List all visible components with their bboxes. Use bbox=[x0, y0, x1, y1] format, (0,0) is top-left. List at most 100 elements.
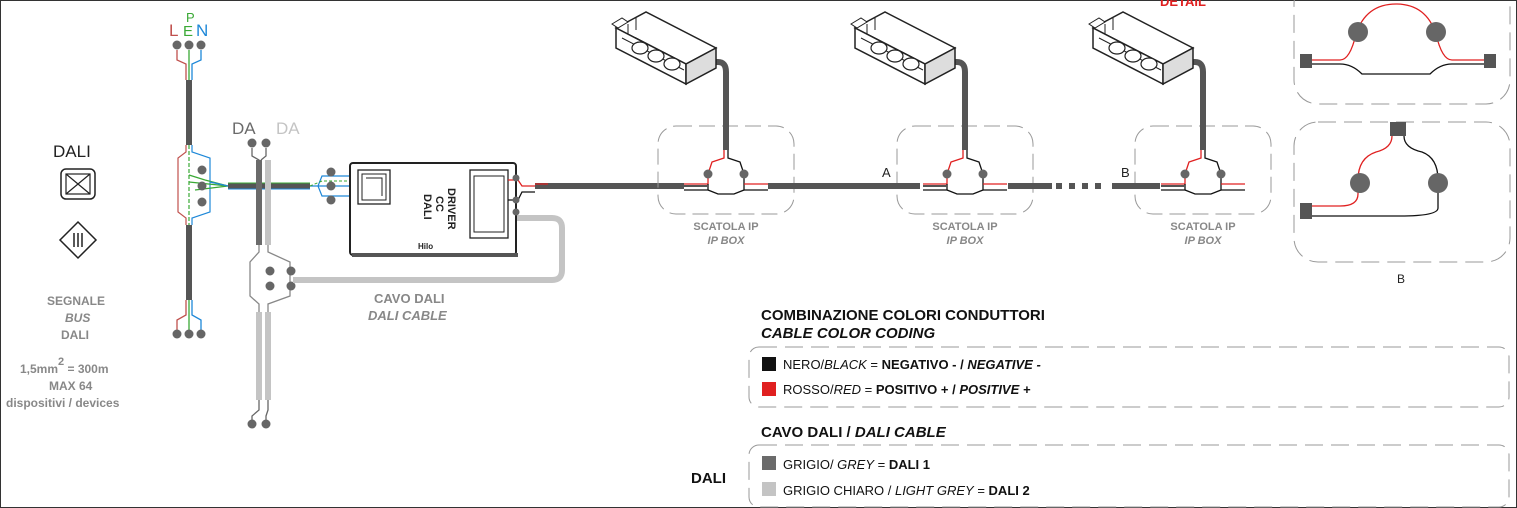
fixture-lens bbox=[631, 41, 649, 55]
light-grey-swatch bbox=[762, 482, 776, 496]
driver-label-line2: CC bbox=[433, 196, 445, 212]
detail-box-b bbox=[1293, 121, 1511, 263]
dali-terminals: DA DA bbox=[232, 119, 300, 429]
driver-input-block-detail bbox=[361, 173, 387, 201]
fixture-side bbox=[1162, 46, 1194, 86]
grey-it: GRIGIO/ bbox=[783, 457, 837, 472]
dali-cable-loop bbox=[293, 215, 565, 283]
lgrey-en: LIGHT GREY bbox=[895, 483, 975, 498]
detail-b-wire-black-1 bbox=[1310, 135, 1439, 217]
red-val-en: POSITIVE + bbox=[959, 382, 1031, 397]
power-terminals: L P E N bbox=[169, 10, 229, 339]
left-title: DALI bbox=[53, 142, 91, 161]
legend-black-line: NERO/BLACK = NEGATIVO - / NEGATIVE - bbox=[783, 357, 1041, 372]
fixture-clip bbox=[1088, 17, 1106, 29]
ip-wire-black bbox=[707, 150, 745, 195]
dali-title-en: DALI CABLE bbox=[855, 424, 947, 441]
dali-dot bbox=[261, 419, 271, 429]
driver-output-wire-red bbox=[508, 179, 535, 187]
terminal-p-label: P bbox=[186, 10, 195, 25]
input-dot bbox=[326, 167, 336, 177]
spec-sup: 2 bbox=[58, 356, 64, 368]
red-en: RED bbox=[834, 382, 861, 397]
terminal-dot bbox=[184, 40, 194, 50]
junction-dot bbox=[197, 197, 207, 207]
junction-wire-l bbox=[177, 145, 187, 225]
dali-terminal-2-label: DA bbox=[276, 119, 300, 138]
dali-junction-dot bbox=[265, 281, 275, 291]
ip-node bbox=[1180, 169, 1190, 179]
black-it: NERO/ bbox=[783, 357, 825, 372]
legend: COMBINAZIONE COLORI CONDUTTORI CABLE COL… bbox=[691, 307, 1510, 508]
detail-a-node bbox=[1348, 22, 1368, 42]
dali-junction-dot bbox=[286, 281, 296, 291]
line-l-wire bbox=[176, 50, 187, 80]
black-swatch bbox=[762, 357, 776, 371]
dali-dot bbox=[247, 419, 257, 429]
red-swatch bbox=[762, 382, 776, 396]
line-n-wire bbox=[191, 50, 202, 80]
ip-node bbox=[942, 169, 952, 179]
ip-wire-red bbox=[923, 150, 964, 185]
ip-wire-red bbox=[684, 150, 725, 185]
detail-b-label: B bbox=[1397, 272, 1405, 286]
terminal-e-label: E bbox=[183, 23, 193, 40]
detail-a-wire-red bbox=[1310, 3, 1484, 61]
detail-a-plug bbox=[1484, 54, 1496, 68]
detail-a-node bbox=[1426, 22, 1446, 42]
spotlight-fixture-icon bbox=[850, 11, 957, 86]
ip-box-label-it: SCATOLA IP bbox=[932, 221, 997, 233]
dali-wire bbox=[251, 400, 269, 420]
ip-wire-black bbox=[1184, 150, 1222, 195]
ip-node bbox=[739, 169, 749, 179]
output-dot bbox=[512, 174, 520, 182]
black-eq: = bbox=[867, 357, 882, 372]
fixture-side bbox=[685, 46, 717, 86]
fixture-lens bbox=[1124, 49, 1142, 63]
ip-node bbox=[1216, 169, 1226, 179]
legend-grey-line: GRIGIO/ GREY = DALI 1 bbox=[783, 457, 930, 472]
red-it: ROSSO/ bbox=[783, 382, 834, 397]
ip-box-label-en: IP BOX bbox=[1185, 235, 1223, 247]
black-en: BLACK bbox=[824, 357, 868, 372]
line-n-wire bbox=[191, 300, 202, 330]
fixture-lens bbox=[886, 49, 904, 63]
black-val: NEGATIVO - / bbox=[882, 357, 968, 372]
cable-label-en: DALI CABLE bbox=[368, 308, 447, 323]
grey-en: GREY bbox=[837, 457, 875, 472]
input-wire-green bbox=[309, 180, 348, 187]
terminal-dot bbox=[172, 40, 182, 50]
driver-shadow bbox=[352, 253, 518, 257]
terminal-dot bbox=[184, 329, 194, 339]
fixture-lens bbox=[1140, 57, 1158, 71]
fixture-side bbox=[924, 46, 956, 86]
signal-line1: SEGNALE bbox=[47, 294, 105, 308]
legend-lgrey-line: GRIGIO CHIARO / LIGHT GREY = DALI 2 bbox=[783, 483, 1030, 498]
detail-b-plug-top bbox=[1390, 122, 1406, 136]
dali-title-it: CAVO DALI / bbox=[761, 424, 855, 441]
lgrey-eq: = bbox=[974, 483, 989, 498]
junction-branch-n bbox=[209, 181, 229, 187]
terminal-dot bbox=[196, 329, 206, 339]
detail-b-plug bbox=[1300, 203, 1312, 219]
output-dot bbox=[512, 196, 520, 204]
red-eq: = bbox=[861, 382, 876, 397]
driver-unit: DRIVER CC DALI Hilo bbox=[349, 162, 518, 257]
terminal-dot bbox=[172, 329, 182, 339]
max-line: MAX 64 bbox=[49, 379, 93, 393]
class-iii-icon bbox=[58, 220, 98, 260]
dali-dot bbox=[261, 138, 271, 148]
fixture-lens bbox=[647, 49, 665, 63]
driver-input-block bbox=[357, 169, 391, 205]
junction-branch bbox=[188, 174, 229, 191]
legend-box-dali bbox=[748, 444, 1510, 508]
input-dot bbox=[326, 181, 336, 191]
devices-line: dispositivi / devices bbox=[6, 396, 120, 410]
fixture-lens bbox=[902, 57, 920, 71]
input-dot bbox=[326, 195, 336, 205]
red-val: POSITIVO + / bbox=[876, 382, 959, 397]
